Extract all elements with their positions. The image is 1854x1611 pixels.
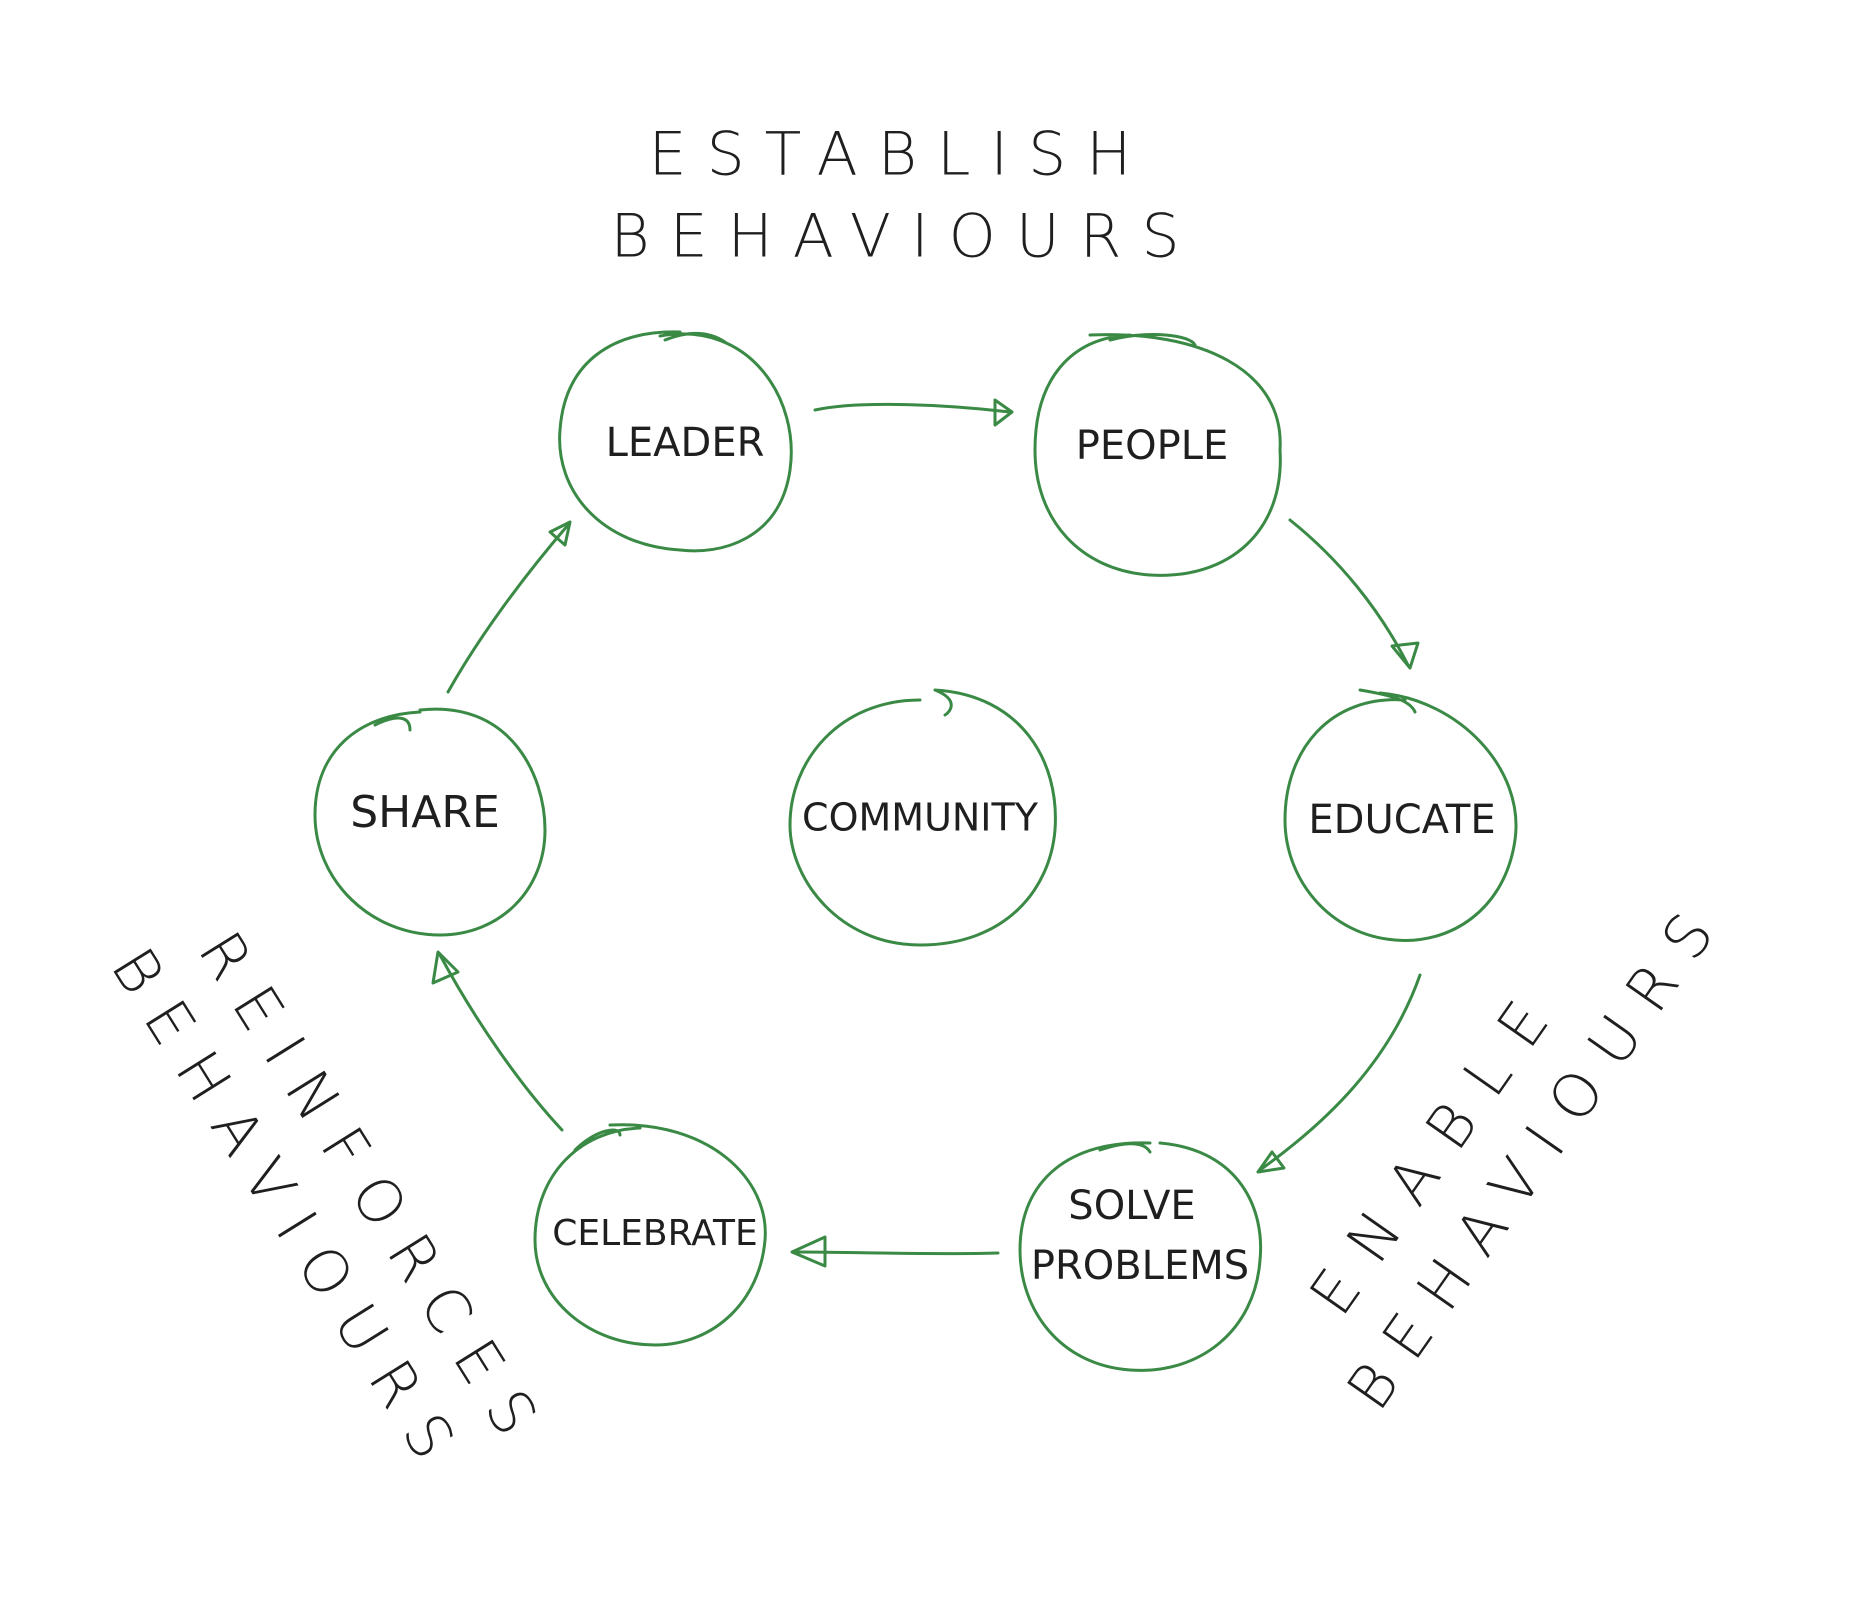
leader-people-arrowhead	[993, 398, 1014, 427]
leader-label: LEADER	[606, 420, 765, 466]
celebrate-circle	[533, 1123, 767, 1347]
solve-problems-circle	[1018, 1141, 1263, 1372]
node-leader: LEADER	[558, 330, 793, 553]
celebrate-share-arrowhead	[431, 950, 460, 985]
node-people: PEOPLE	[1033, 333, 1282, 577]
node-community: COMMUNITY	[788, 688, 1057, 947]
solve-label-line1: SOLVE	[1068, 1183, 1195, 1229]
establish-label-line1: ESTABLISH	[649, 120, 1152, 190]
community-circle	[788, 688, 1057, 947]
enable-behaviours-label: ENABLE BEHAVIOURS	[1296, 883, 1740, 1422]
educate-solve-line	[1258, 973, 1422, 1172]
people-label: PEOPLE	[1076, 423, 1229, 469]
share-label: SHARE	[350, 787, 500, 838]
educate-solve-arrowhead	[1256, 1150, 1286, 1174]
establish-label-line2: BEHAVIOURS	[610, 202, 1199, 272]
people-educate-arrowhead	[1390, 641, 1420, 670]
arrow-leader-to-people	[813, 398, 1014, 427]
celebrate-share-line	[438, 953, 564, 1132]
share-leader-line	[446, 523, 570, 694]
leader-people-line	[813, 402, 1012, 414]
node-share: SHARE	[313, 707, 547, 937]
solve-label-line2: PROBLEMS	[1031, 1243, 1249, 1289]
solve-celebrate-arrowhead	[790, 1235, 827, 1268]
arrow-people-to-educate	[1288, 518, 1420, 670]
people-circle	[1033, 333, 1282, 577]
share-circle	[313, 707, 547, 937]
establish-behaviours-label: ESTABLISH BEHAVIOURS	[610, 120, 1199, 272]
node-solve-problems: SOLVE PROBLEMS	[1018, 1141, 1263, 1372]
people-educate-line	[1288, 518, 1410, 667]
leader-circle	[558, 330, 793, 553]
celebrate-label: CELEBRATE	[552, 1213, 758, 1254]
educate-circle	[1283, 688, 1518, 942]
node-celebrate: CELEBRATE	[533, 1123, 767, 1347]
share-leader-arrowhead	[548, 520, 572, 547]
node-educate: EDUCATE	[1283, 688, 1518, 942]
arrow-solve-to-celebrate	[790, 1235, 1000, 1268]
arrow-educate-to-solve	[1256, 973, 1422, 1174]
arrow-share-to-leader	[446, 520, 572, 694]
educate-label: EDUCATE	[1308, 797, 1495, 843]
solve-celebrate-line	[793, 1250, 1000, 1256]
reinforces-behaviours-label: REINFORCES BEHAVIOURS	[97, 920, 562, 1490]
community-label: COMMUNITY	[802, 796, 1039, 840]
arrow-celebrate-to-share	[431, 950, 564, 1132]
